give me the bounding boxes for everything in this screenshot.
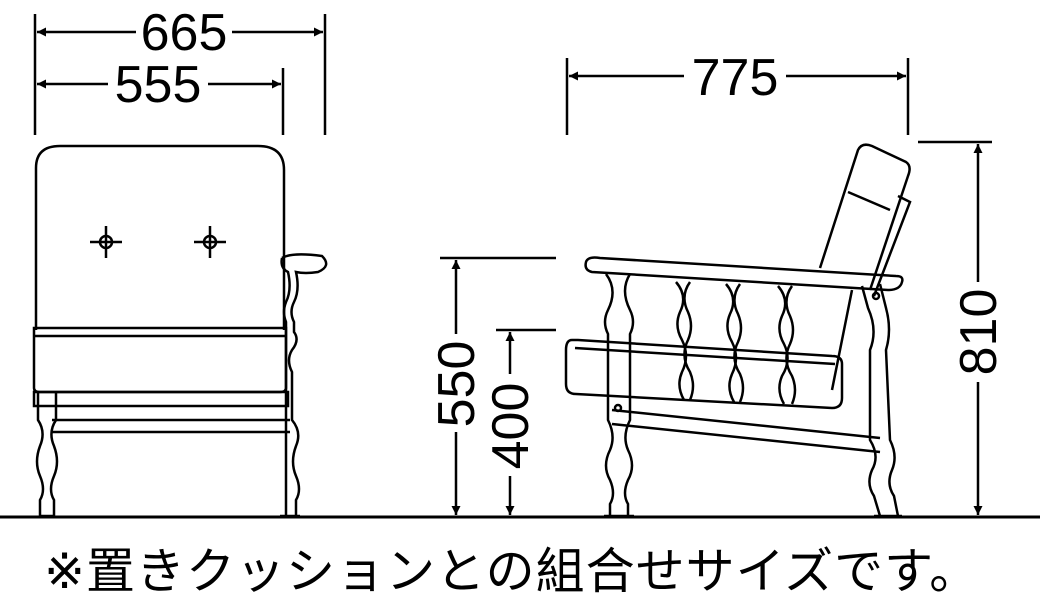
overall-width-label: 665 <box>141 4 228 62</box>
front-view <box>32 14 328 518</box>
tufting-button-icon <box>90 226 122 258</box>
depth-label: 775 <box>692 49 779 107</box>
tufting-button-icon <box>194 226 226 258</box>
size-note: ※置きクッションとの組合せサイズです。 <box>44 543 980 600</box>
arm-height-label: 550 <box>428 341 486 428</box>
seat-height-label: 400 <box>482 383 540 470</box>
seat-width-label: 555 <box>115 56 202 114</box>
side-view <box>440 58 992 518</box>
total-height-label: 810 <box>950 289 1008 376</box>
